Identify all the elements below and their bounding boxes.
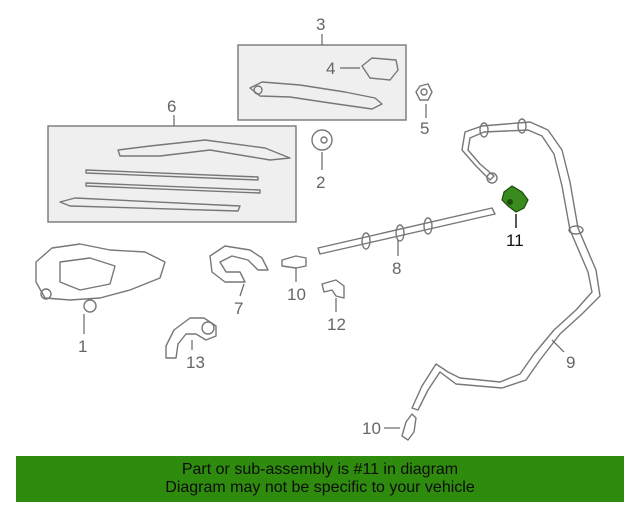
- part-8-clip-3: [423, 217, 433, 235]
- callout-4: 4: [326, 59, 335, 78]
- callout-3: 3: [316, 15, 325, 34]
- part-3-arm-pivot: [253, 85, 263, 95]
- banner-line-2: Diagram may not be specific to your vehi…: [165, 479, 475, 496]
- part-9-clip-2: [517, 118, 527, 134]
- part-13-hose-end: [201, 321, 215, 335]
- callout-8: 8: [392, 259, 401, 278]
- part-6-wiper-blade[interactable]: [117, 139, 291, 161]
- part-5-nut[interactable]: [415, 83, 433, 101]
- part-7-hose[interactable]: [209, 245, 269, 283]
- callout-2: 2: [316, 173, 325, 192]
- callout-1: 1: [78, 337, 87, 356]
- part-11-washer-nozzle[interactable]: [501, 185, 529, 213]
- callout-10-upper: 10: [287, 285, 306, 304]
- part-4-arm-cap[interactable]: [361, 57, 399, 81]
- banner-line-1: Part or sub-assembly is #11 in diagram: [181, 461, 459, 478]
- callout-5: 5: [420, 119, 429, 138]
- part-1-mount-bolt: [83, 299, 97, 313]
- part-3-wiper-arm[interactable]: [249, 81, 383, 110]
- part-1-mount-bolt-2: [40, 288, 52, 300]
- part-1-wiper-motor[interactable]: [35, 243, 166, 301]
- callout-7: 7: [234, 299, 243, 318]
- callout-6: 6: [167, 97, 176, 116]
- part-8-clip-1: [361, 232, 371, 250]
- part-6-blade-strip[interactable]: [59, 197, 241, 212]
- part-6-blade-refill-1[interactable]: [85, 169, 259, 181]
- part-1-motor-housing: [59, 257, 116, 291]
- callout-11: 11: [506, 231, 524, 250]
- parts-diagram: 3 6 4 5 2 1 7 10 12 8 9 10 11 13: [35, 15, 601, 441]
- part-2-washer-hole: [320, 136, 328, 144]
- callout-12: 12: [327, 315, 346, 334]
- part-9-clip-3: [568, 225, 584, 235]
- part-5-nut-hole: [420, 88, 428, 96]
- part-8-tube[interactable]: [317, 207, 496, 255]
- part-8-clip-2: [395, 224, 405, 242]
- info-banner: Part or sub-assembly is #11 in diagram D…: [16, 456, 624, 502]
- callout-10-lower: 10: [362, 419, 381, 438]
- callout-13: 13: [186, 353, 205, 372]
- part-2-washer[interactable]: [311, 129, 333, 151]
- leader-7: [239, 283, 245, 297]
- part-11-nozzle-tip: [507, 199, 513, 205]
- callout-9: 9: [566, 353, 575, 372]
- part-9-hose[interactable]: [411, 121, 601, 411]
- part-13-hose[interactable]: [165, 317, 217, 359]
- part-10-connector-lower[interactable]: [401, 413, 417, 441]
- part-10-connector-upper[interactable]: [281, 255, 307, 269]
- part-9-end-fitting: [486, 172, 498, 184]
- part-12-elbow[interactable]: [321, 279, 345, 299]
- part-6-blade-refill-2[interactable]: [85, 182, 261, 194]
- leader-9: [551, 339, 565, 353]
- part-9-clip-1: [479, 122, 489, 138]
